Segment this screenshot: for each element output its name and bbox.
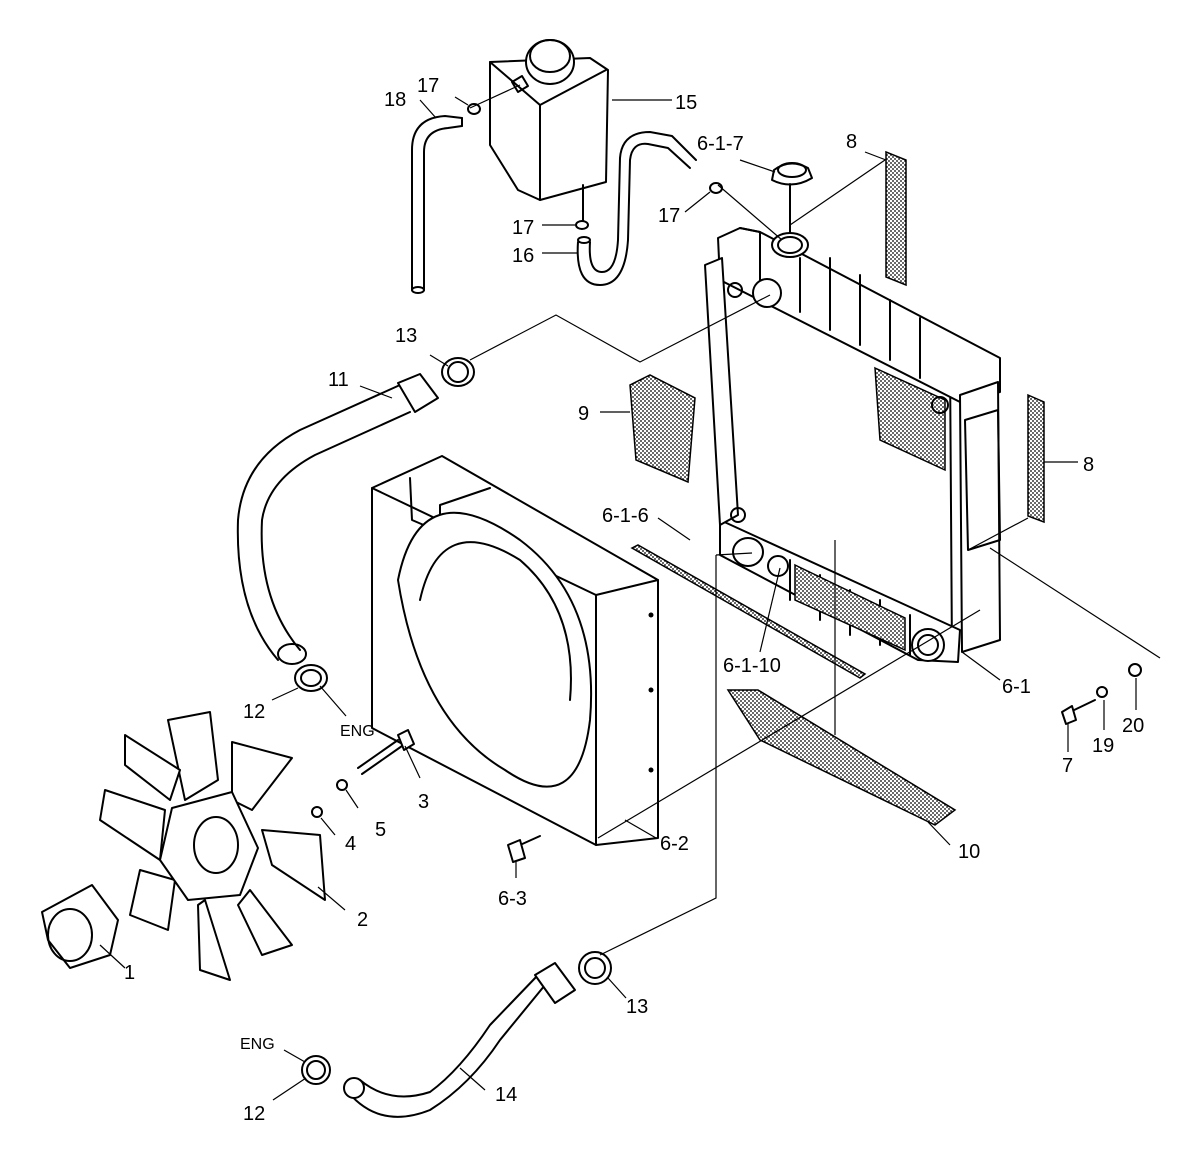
label-leaders	[99, 96, 1137, 1101]
label-2: 2	[357, 909, 368, 931]
fasteners	[311, 663, 1142, 863]
label-14: 14	[495, 1084, 517, 1106]
label-13-upper: 13	[395, 325, 417, 347]
label-3: 3	[418, 791, 429, 813]
label-15: 15	[675, 92, 697, 114]
seal-10	[726, 689, 957, 826]
small-clamps-17	[467, 103, 723, 230]
label-10: 10	[958, 841, 980, 863]
label-6-2: 6-2	[660, 833, 689, 855]
radiator-cap	[771, 162, 813, 233]
fan-shroud	[371, 455, 659, 846]
label-17-top: 17	[417, 75, 439, 97]
label-9: 9	[578, 403, 589, 425]
label-20: 20	[1122, 715, 1144, 737]
label-18: 18	[384, 89, 406, 111]
part-labels: 1 2 3 4 5 6-1 6-2 6-3 6-1-6 6-1-7 6-1-10…	[124, 75, 1144, 1125]
label-8-right: 8	[1083, 454, 1094, 476]
label-17-mid: 17	[512, 217, 534, 239]
label-19: 19	[1092, 735, 1114, 757]
fan-spacer	[41, 884, 119, 969]
label-eng-upper: ENG	[340, 723, 375, 740]
lower-hose-14	[343, 962, 576, 1118]
label-6-1-7: 6-1-7	[697, 133, 744, 155]
label-6-1: 6-1	[1002, 676, 1031, 698]
label-4: 4	[345, 833, 356, 855]
label-8-top: 8	[846, 131, 857, 153]
reserve-tank	[489, 39, 609, 226]
label-eng-lower: ENG	[240, 1036, 275, 1053]
label-12-upper: 12	[243, 701, 265, 723]
seal-9	[629, 374, 696, 484]
label-6-1-6: 6-1-6	[602, 505, 649, 527]
overflow-hose-18	[411, 115, 463, 294]
cooling-fan	[99, 711, 326, 981]
upper-hose-11	[236, 373, 439, 665]
label-17-right: 17	[658, 205, 680, 227]
hose-clamps	[294, 357, 612, 1085]
label-6-3: 6-3	[498, 888, 527, 910]
label-16: 16	[512, 245, 534, 267]
label-6-1-10: 6-1-10	[723, 655, 781, 677]
label-12-lower: 12	[243, 1103, 265, 1125]
seal-strip-6-1-10	[630, 544, 867, 679]
label-11: 11	[328, 369, 349, 391]
radiator-assembly	[704, 227, 1001, 663]
label-1: 1	[124, 962, 135, 984]
hose-16	[576, 131, 697, 286]
label-5: 5	[375, 819, 386, 841]
reference-lines	[469, 84, 1161, 956]
label-13-lower: 13	[626, 996, 648, 1018]
seal-strips-8	[885, 150, 1045, 524]
label-7: 7	[1062, 755, 1073, 777]
